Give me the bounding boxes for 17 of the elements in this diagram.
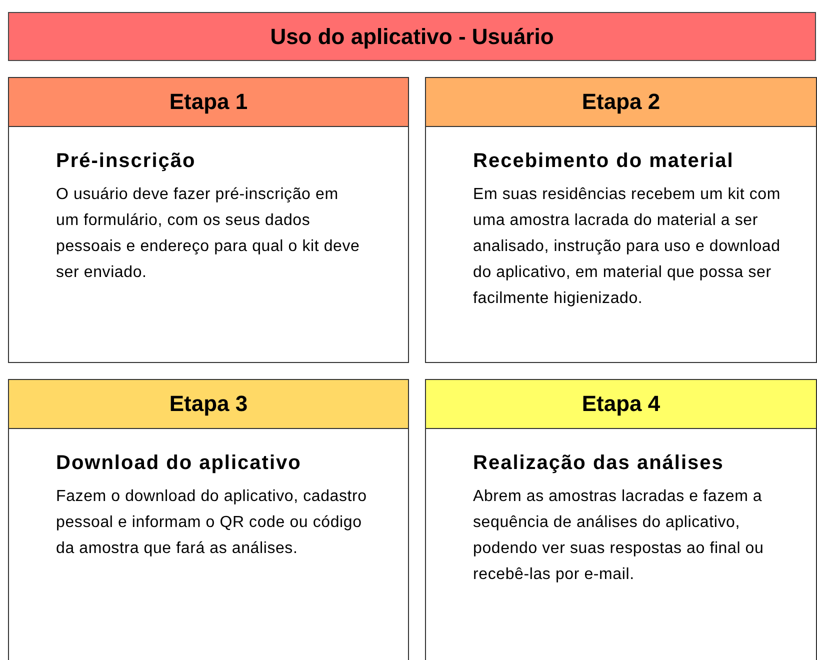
title-banner: Uso do aplicativo - Usuário: [8, 12, 816, 61]
step-heading: Recebimento do material: [473, 150, 734, 173]
step-description: Em suas residências recebem um kit com uma amostra lacrada do material a ser analisado, instrução para uso e download do aplicativo, em material que possa ser facilmente higienizado.: [473, 185, 782, 309]
step-card: [425, 77, 817, 363]
step-header: Etapa 1: [9, 78, 408, 127]
step-card: [8, 77, 409, 363]
step-description: Fazem o download do aplicativo, cadastro pessoal e informam o QR code ou código da amostra que fará as análises.: [56, 487, 368, 559]
step-heading: Realização das análises: [473, 452, 724, 475]
step-header: Etapa 2: [426, 78, 816, 127]
step-description: O usuário deve fazer pré-inscrição em um formulário, com os seus dados pessoais e endereço para qual o kit deve ser enviado.: [56, 185, 361, 283]
step-header: Etapa 3: [9, 380, 408, 429]
step-heading: Download do aplicativo: [56, 452, 302, 475]
step-description: Abrem as amostras lacradas e fazem a sequência de análises do aplicativo, podendo ver suas respostas ao final ou recebê-las por e-mail.: [473, 487, 765, 585]
step-card: [8, 379, 409, 660]
step-card: [425, 379, 817, 660]
step-header: Etapa 4: [426, 380, 816, 429]
step-heading: Pré-inscrição: [56, 150, 196, 173]
